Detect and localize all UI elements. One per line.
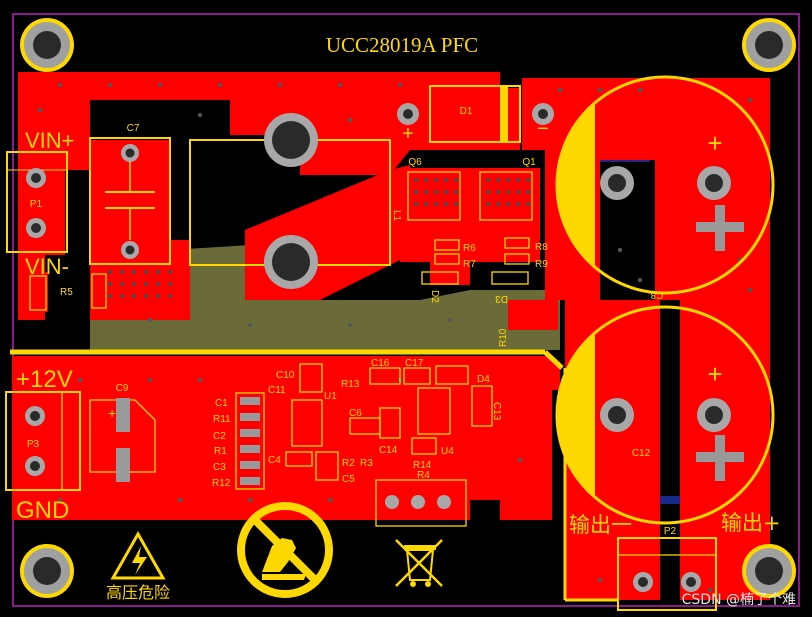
mounting-hole-tl xyxy=(20,18,74,72)
r7-label: R7 xyxy=(463,259,476,270)
r12-label: R12 xyxy=(212,478,231,489)
connector-p3: P3 xyxy=(5,391,81,491)
controller-labels: C10 C11 C1 R11 C2 R1 C3 R12 U1 R13 C16 C… xyxy=(212,358,502,489)
c12-label: C12 xyxy=(632,448,651,459)
stitching-vias xyxy=(37,82,753,593)
r6-label: R6 xyxy=(463,243,476,254)
controller-area xyxy=(235,363,493,527)
mounting-hole-br xyxy=(742,544,796,598)
gnd-label: GND xyxy=(16,497,69,524)
diode-d3: D3 xyxy=(491,271,529,304)
inner-copper-pour xyxy=(90,245,560,350)
r14-label: R14 xyxy=(413,460,432,471)
c4-label: C4 xyxy=(268,455,281,466)
p1-designator: P1 xyxy=(30,199,43,210)
r4-label: R4 xyxy=(417,470,430,481)
mounting-hole-bl xyxy=(20,544,74,598)
r1-label: R1 xyxy=(214,446,227,457)
c6-label: C6 xyxy=(349,408,362,419)
capacitor-c8: + C8 xyxy=(555,75,775,300)
c2-label: C2 xyxy=(213,431,226,442)
high-voltage-icon xyxy=(110,530,166,580)
d1-label: D1 xyxy=(460,106,473,117)
diode-d2: D2 xyxy=(421,271,459,303)
connector-p2: P2 xyxy=(617,526,717,611)
silk-bus-bend xyxy=(543,350,564,370)
fuse-outline xyxy=(91,273,107,309)
c12-polarity: + xyxy=(707,359,722,389)
c1-label: C1 xyxy=(215,398,228,409)
c9-label: C9 xyxy=(116,383,129,394)
capacitor-c7: C7 xyxy=(89,123,171,265)
vin-minus-label: VIN- xyxy=(25,254,69,279)
mounting-hole-tr xyxy=(742,18,796,72)
gate-resistors: R6 R7 R8 R9 xyxy=(434,237,548,270)
r2-label: R2 xyxy=(342,458,355,469)
d2-label: D2 xyxy=(429,290,440,303)
weee-bin-icon xyxy=(395,539,443,587)
u4-label: U4 xyxy=(441,446,454,457)
r3-label: R3 xyxy=(360,458,373,469)
r8-label: R8 xyxy=(535,242,548,253)
p3-designator: P3 xyxy=(27,439,40,450)
esd-warning-icon xyxy=(237,502,333,598)
c5-label: C5 xyxy=(342,474,355,485)
c17-label: C17 xyxy=(405,358,424,369)
plus-12v-label: +12V xyxy=(16,366,73,393)
capacitor-c9: + C9 xyxy=(89,383,156,482)
board-title: UCC28019A PFC xyxy=(326,33,478,57)
d1-minus: − xyxy=(537,118,549,140)
watermark: CSDN @楠了个难 xyxy=(682,592,796,608)
r11-label: R11 xyxy=(213,414,231,425)
c11-label: C11 xyxy=(268,385,286,396)
vin-plus-label: VIN+ xyxy=(25,128,75,153)
c16-label: C16 xyxy=(371,358,390,369)
p2-designator: P2 xyxy=(664,526,677,537)
q6-label: Q6 xyxy=(408,157,422,168)
r5-label: R5 xyxy=(60,287,73,298)
c8-label: C8 xyxy=(650,289,663,300)
via-grid-mosfet xyxy=(108,178,530,298)
c10-label: C10 xyxy=(276,370,295,381)
u1-label: U1 xyxy=(324,391,337,402)
q1-label: Q1 xyxy=(522,157,536,168)
r13-label: R13 xyxy=(341,379,360,390)
mosfet-q6: Q6 xyxy=(407,157,461,221)
capacitor-c12: + C12 xyxy=(555,305,775,525)
r5-outline xyxy=(29,275,47,311)
board-outline xyxy=(12,13,800,607)
mosfet-q1: Q1 xyxy=(479,157,536,221)
c7-label: C7 xyxy=(127,123,140,134)
l1-label: L1 xyxy=(391,210,402,222)
inductor-l1: L1 xyxy=(189,113,402,289)
d3-label: D3 xyxy=(495,293,508,304)
c3-label: C3 xyxy=(213,462,226,473)
c14-label: C14 xyxy=(379,445,398,456)
diode-d1: D1 + − xyxy=(397,85,554,145)
connector-p1: P1 xyxy=(6,151,68,253)
c9-plus: + xyxy=(108,405,116,421)
output-minus-label: 输出一 xyxy=(569,513,632,537)
d1-plus: + xyxy=(402,123,414,145)
output-plus-label: 输出+ xyxy=(721,511,781,535)
r10-label: R10 xyxy=(498,328,509,347)
c13-label: C13 xyxy=(491,402,502,421)
d4-label: D4 xyxy=(477,374,490,385)
r9-label: R9 xyxy=(535,259,548,270)
high-voltage-warning-text: 高压危险 xyxy=(106,583,170,602)
c8-polarity: + xyxy=(707,128,722,158)
